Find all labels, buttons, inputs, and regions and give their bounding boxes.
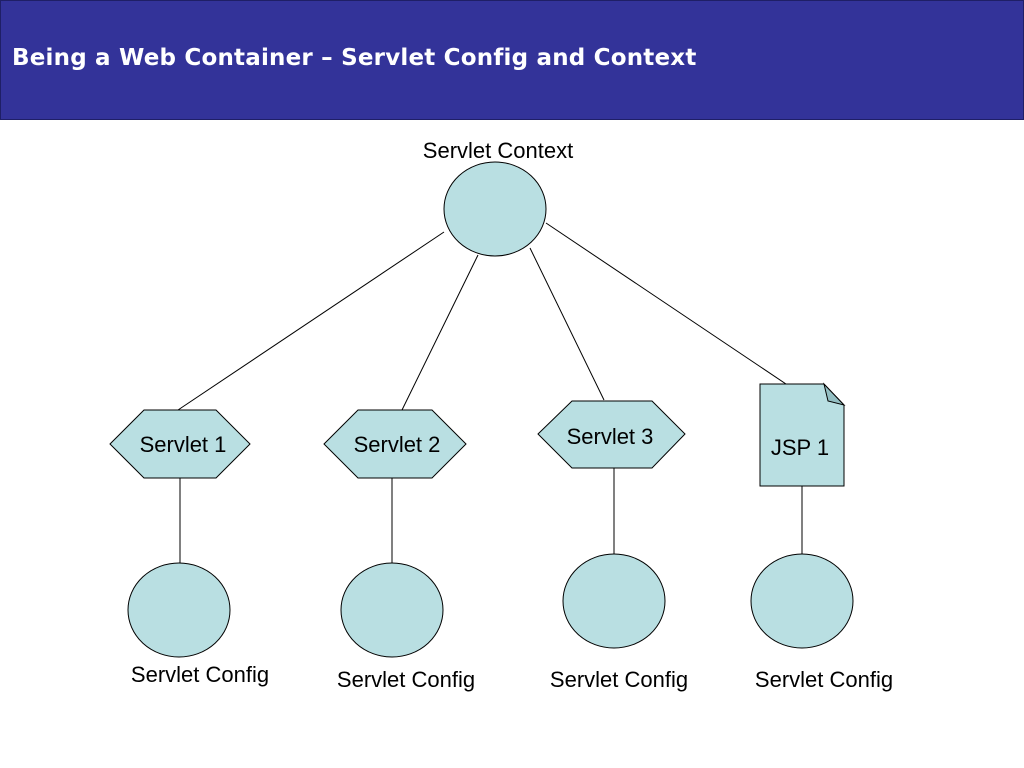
servlet-2-config-label: Servlet Config — [337, 667, 475, 692]
servlet-2-config-node — [340, 562, 444, 658]
servlet-3-config-label: Servlet Config — [550, 667, 688, 692]
servlet-3-node — [537, 400, 686, 469]
jsp-1-label: JSP 1 — [771, 435, 829, 460]
jsp-1-fold — [823, 382, 846, 406]
servlet-1-config-label: Servlet Config — [131, 662, 269, 687]
servlet-2-node — [323, 409, 467, 479]
connector-context-servlet-2 — [401, 254, 479, 411]
connector-context-jsp-1 — [545, 222, 787, 385]
jsp-1-config-label: Servlet Config — [755, 667, 893, 692]
servlet-2-label: Servlet 2 — [354, 432, 441, 457]
connector-context-servlet-1 — [177, 231, 445, 411]
servlet-1-config-node — [127, 562, 231, 658]
jsp-1-config-node — [750, 553, 854, 649]
servlet-context-label: Servlet Context — [423, 138, 573, 163]
jsp-1-node — [759, 383, 845, 487]
servlet-1-node — [109, 409, 251, 479]
slide-title: Being a Web Container – Servlet Config a… — [12, 45, 697, 71]
servlet-1-label: Servlet 1 — [140, 432, 227, 457]
title-bar: Being a Web Container – Servlet Config a… — [0, 0, 1024, 120]
servlet-3-config-node — [562, 553, 666, 649]
servlet-3-label: Servlet 3 — [567, 424, 654, 449]
servlet-context-node — [443, 161, 547, 257]
connector-context-servlet-3 — [529, 247, 605, 401]
